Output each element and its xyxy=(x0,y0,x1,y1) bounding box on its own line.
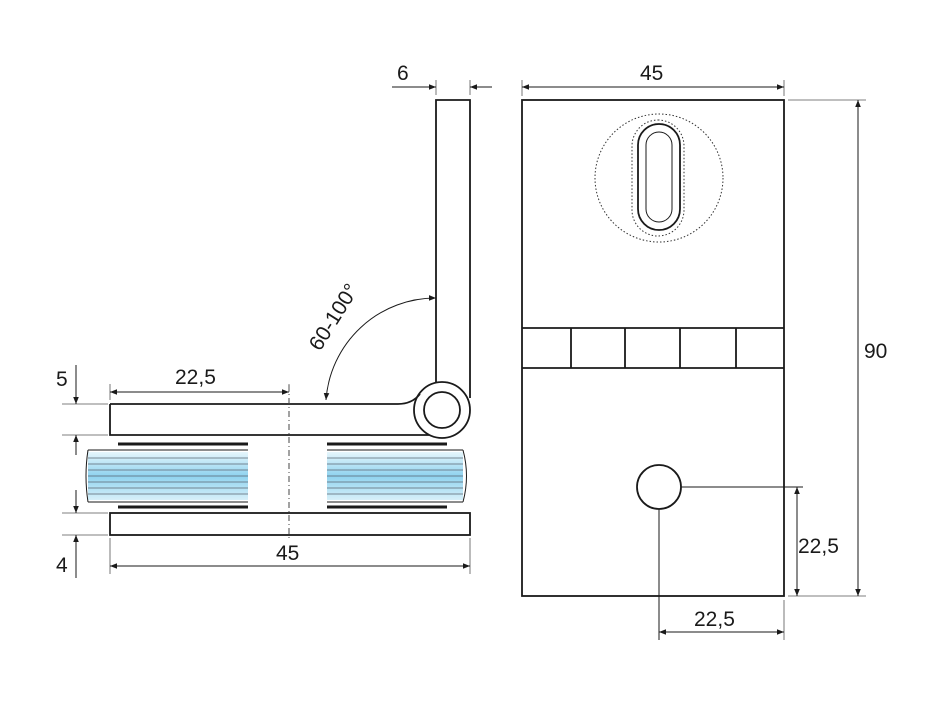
top-plate xyxy=(109,393,429,436)
side-view: 60-100° 6 22,5 45 5 4 xyxy=(56,62,492,578)
hinge-knuckle xyxy=(413,381,471,439)
dim-glass-half-width: 22,5 xyxy=(175,366,216,389)
mount-plate-outline xyxy=(594,113,724,243)
dim-bottom-plate-thickness: 4 xyxy=(56,554,68,577)
glass-lines-right xyxy=(327,457,463,495)
dim-top-plate-thickness: 5 xyxy=(56,368,68,391)
dim-leaf-thickness: 6 xyxy=(397,62,409,85)
dim-base-width: 45 xyxy=(276,542,299,565)
dim-hole-horizontal: 22,5 xyxy=(694,608,735,631)
angle-arc xyxy=(323,295,437,401)
adjust-slot-inner xyxy=(645,131,673,223)
dim-height: 90 xyxy=(864,340,887,363)
mounting-hole xyxy=(636,464,682,510)
front-view: 45 90 22,5 22,5 xyxy=(521,62,887,640)
adjust-slot xyxy=(637,123,681,231)
hinge-body-outline xyxy=(521,99,785,597)
glass-edge-left xyxy=(85,449,89,503)
slot-outer-outline xyxy=(631,119,685,237)
bottom-plate xyxy=(109,512,471,536)
glass-edge-right xyxy=(462,449,467,503)
hinge-pin xyxy=(423,391,461,429)
glass-lines-left xyxy=(88,457,248,495)
vertical-leaf xyxy=(435,99,471,398)
dim-hole-vertical: 22,5 xyxy=(798,535,839,558)
dim-width-top: 45 xyxy=(640,62,663,85)
angle-label: 60-100° xyxy=(305,280,364,355)
